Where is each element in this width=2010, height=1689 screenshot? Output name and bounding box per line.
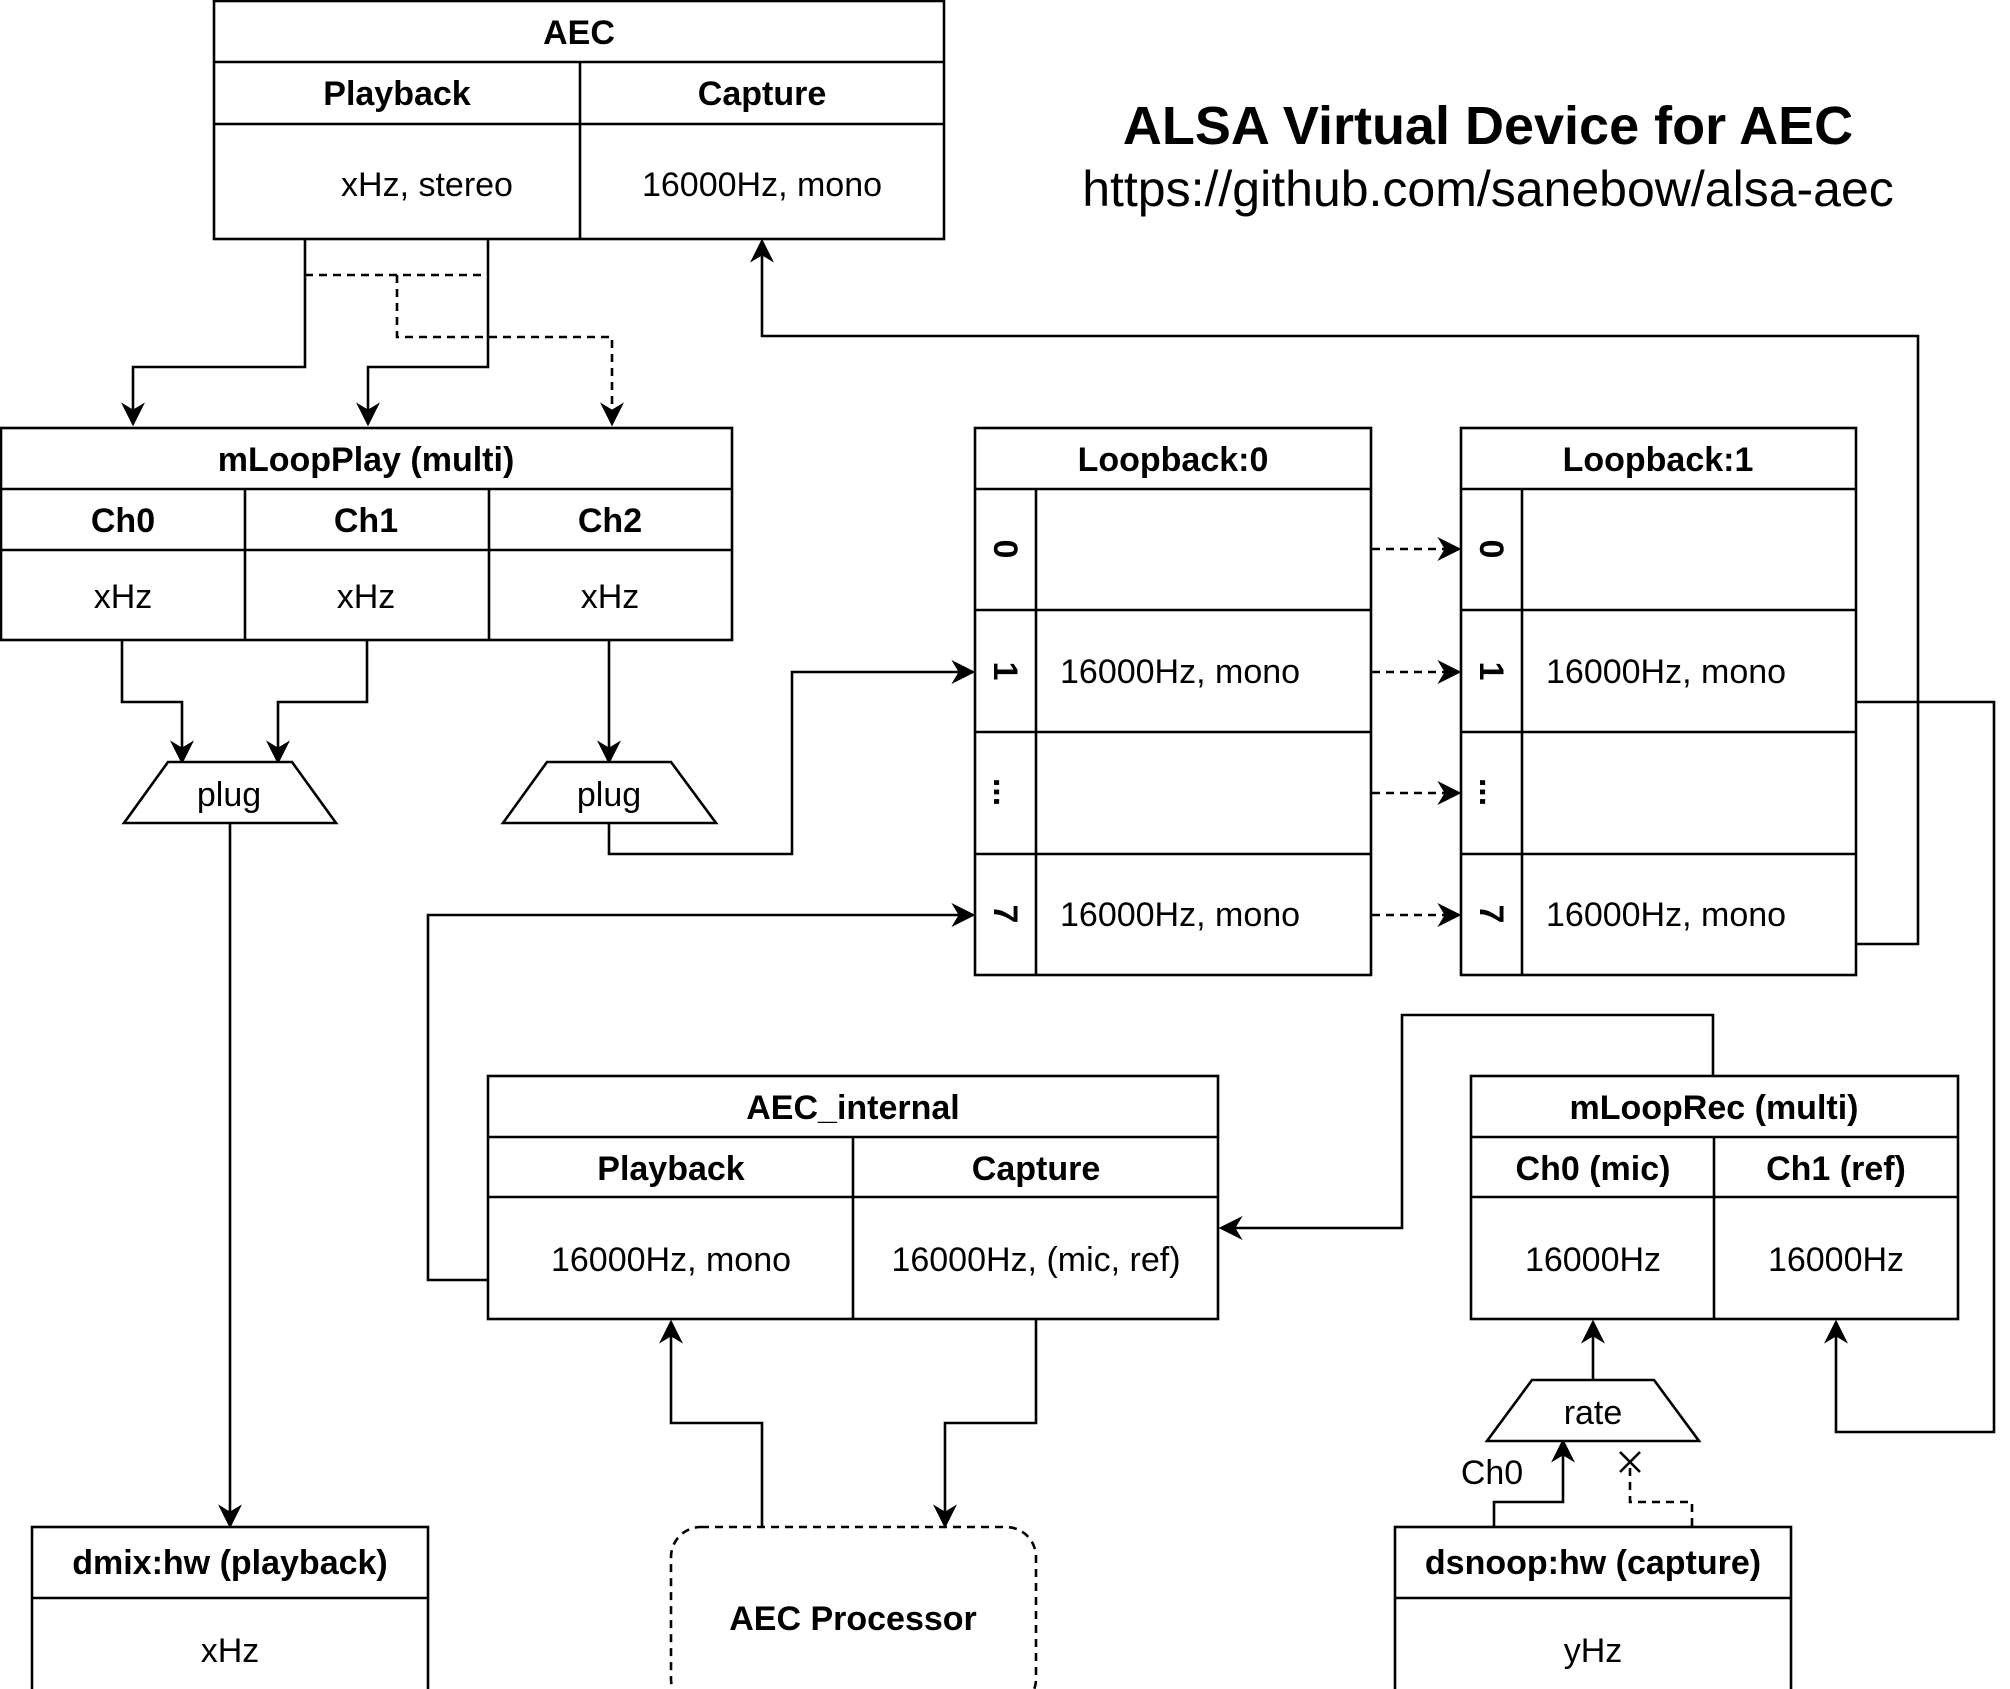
edge-plug-to-loopback0-row1 <box>607 660 976 856</box>
mloopplay-ch2-value: xHz <box>581 578 640 616</box>
mloopplay-ch0-label: Ch0 <box>91 502 155 540</box>
aec-playback-label: Playback <box>323 75 471 113</box>
aec-capture-value: 16000Hz, mono <box>642 166 882 204</box>
loopback0-row3-value: 16000Hz, mono <box>1060 896 1300 934</box>
aec-internal-capture-label: Capture <box>972 1150 1100 1188</box>
edge-loopback1-to-mlooprec-ch1 <box>1824 700 1996 1434</box>
aec-device: AEC Playback Capture xHz, stereo 16000Hz… <box>212 0 946 241</box>
mloopplay-ch1-label: Ch1 <box>334 502 398 540</box>
dmix-value: xHz <box>201 1632 260 1670</box>
mlooprec-ch0-label: Ch0 (mic) <box>1516 1150 1671 1188</box>
loopback0-row1-value: 16000Hz, mono <box>1060 653 1300 691</box>
aec-processor: AEC Processor <box>669 1525 1038 1689</box>
ch0-edge-label: Ch0 <box>1461 1454 1523 1492</box>
edge-dsnoop-ch0-to-rate <box>1492 1438 1575 1526</box>
loopback0-index-1: 1 <box>986 662 1024 681</box>
aec-title: AEC <box>543 14 615 52</box>
aec-internal-playback-label: Playback <box>597 1150 745 1188</box>
diagram-url: https://github.com/sanebow/alsa-aec <box>1082 161 1894 217</box>
dmix-device: dmix:hw (playback) xHz <box>30 1525 430 1689</box>
aec-internal-playback-value: 16000Hz, mono <box>551 1241 791 1279</box>
loopback1-index-1: 1 <box>1472 662 1510 681</box>
loopback0-title: Loopback:0 <box>1078 441 1269 479</box>
aec-playback-value: xHz, stereo <box>341 166 513 204</box>
mlooprec-ch1-value: 16000Hz <box>1768 1241 1904 1279</box>
mloopplay-ch2-label: Ch2 <box>578 502 642 540</box>
rate-label: rate <box>1564 1394 1623 1432</box>
rate-converter: rate <box>1484 1378 1702 1443</box>
loopback0-index-0: 0 <box>986 540 1024 559</box>
aec-internal-device: AEC_internal Playback Capture 16000Hz, m… <box>486 1074 1220 1321</box>
loopback0-index-dots: ... <box>986 778 1024 806</box>
diagram-title: ALSA Virtual Device for AEC <box>1123 96 1853 156</box>
loopback1-title: Loopback:1 <box>1563 441 1754 479</box>
dsnoop-value: yHz <box>1564 1632 1623 1670</box>
loopback1-index-0: 0 <box>1472 540 1510 559</box>
edge-aec-to-ch0 <box>121 238 307 427</box>
plug-left-label: plug <box>197 776 261 814</box>
dsnoop-device: dsnoop:hw (capture) yHz <box>1393 1525 1793 1689</box>
loopback0-index-7: 7 <box>986 905 1024 924</box>
cross-mark-icon <box>1619 1451 1641 1473</box>
aec-processor-label: AEC Processor <box>729 1600 977 1638</box>
dsnoop-title: dsnoop:hw (capture) <box>1425 1544 1761 1582</box>
mlooprec-ch1-label: Ch1 (ref) <box>1766 1150 1906 1188</box>
aec-capture-label: Capture <box>698 75 826 113</box>
mloopplay-ch1-value: xHz <box>337 578 396 616</box>
loopback0-device: Loopback:0 0 1 ... 7 16000Hz, mono 16000… <box>973 426 1373 977</box>
mlooprec-ch0-value: 16000Hz <box>1525 1241 1661 1279</box>
connectors <box>120 238 1996 1529</box>
mlooprec-title: mLoopRec (multi) <box>1570 1089 1859 1127</box>
plug-right: plug <box>500 760 719 825</box>
edge-aec-internal-to-loopback0-row7 <box>426 903 976 1282</box>
edge-ch0-to-plug <box>120 640 194 765</box>
plug-left: plug <box>121 760 339 825</box>
edge-mlooprec-to-aec-internal <box>1218 1013 1715 1240</box>
edge-aec-internal-capture-to-processor <box>933 1320 1038 1529</box>
loopback1-row1-value: 16000Hz, mono <box>1546 653 1786 691</box>
edge-aec-to-ch1 <box>356 238 490 427</box>
mloopplay-device: mLoopPlay (multi) Ch0 Ch1 Ch2 xHz xHz xH… <box>0 426 734 642</box>
loopback1-device: Loopback:1 0 1 ... 7 16000Hz, mono 16000… <box>1459 426 1858 977</box>
aec-internal-capture-value: 16000Hz, (mic, ref) <box>891 1241 1180 1279</box>
plug-right-label: plug <box>577 776 641 814</box>
mlooprec-device: mLoopRec (multi) Ch0 (mic) Ch1 (ref) 160… <box>1469 1074 1960 1321</box>
aec-internal-title: AEC_internal <box>746 1089 960 1127</box>
edge-processor-to-aec-internal-playback <box>659 1319 764 1526</box>
edge-loopback1-to-aec-capture <box>750 238 1920 946</box>
loopback1-index-7: 7 <box>1472 905 1510 924</box>
dmix-title: dmix:hw (playback) <box>72 1544 388 1582</box>
loopback1-row3-value: 16000Hz, mono <box>1546 896 1786 934</box>
mloopplay-ch0-value: xHz <box>94 578 153 616</box>
edge-ch1-to-plug <box>266 640 369 765</box>
loopback1-index-dots: ... <box>1472 778 1510 806</box>
edge-aec-to-ch2-dashed-2 <box>395 275 624 427</box>
mloopplay-title: mLoopPlay (multi) <box>218 441 515 479</box>
